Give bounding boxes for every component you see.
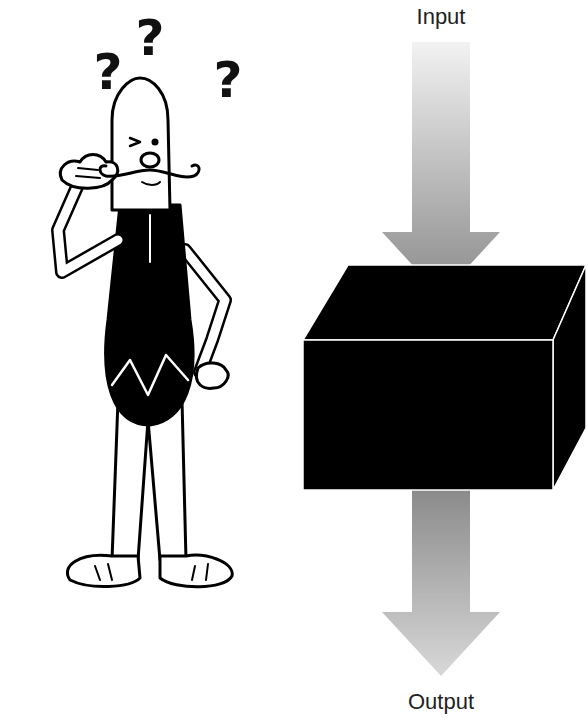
puzzled-man [58,78,232,587]
black-box [303,265,586,490]
input-arrow [382,42,500,296]
question-mark: ? [135,13,164,63]
input-label: Input [417,4,466,30]
output-arrow [382,488,500,676]
question-mark: ? [93,47,122,97]
question-mark: ? [213,55,242,105]
output-label: Output [408,689,474,715]
